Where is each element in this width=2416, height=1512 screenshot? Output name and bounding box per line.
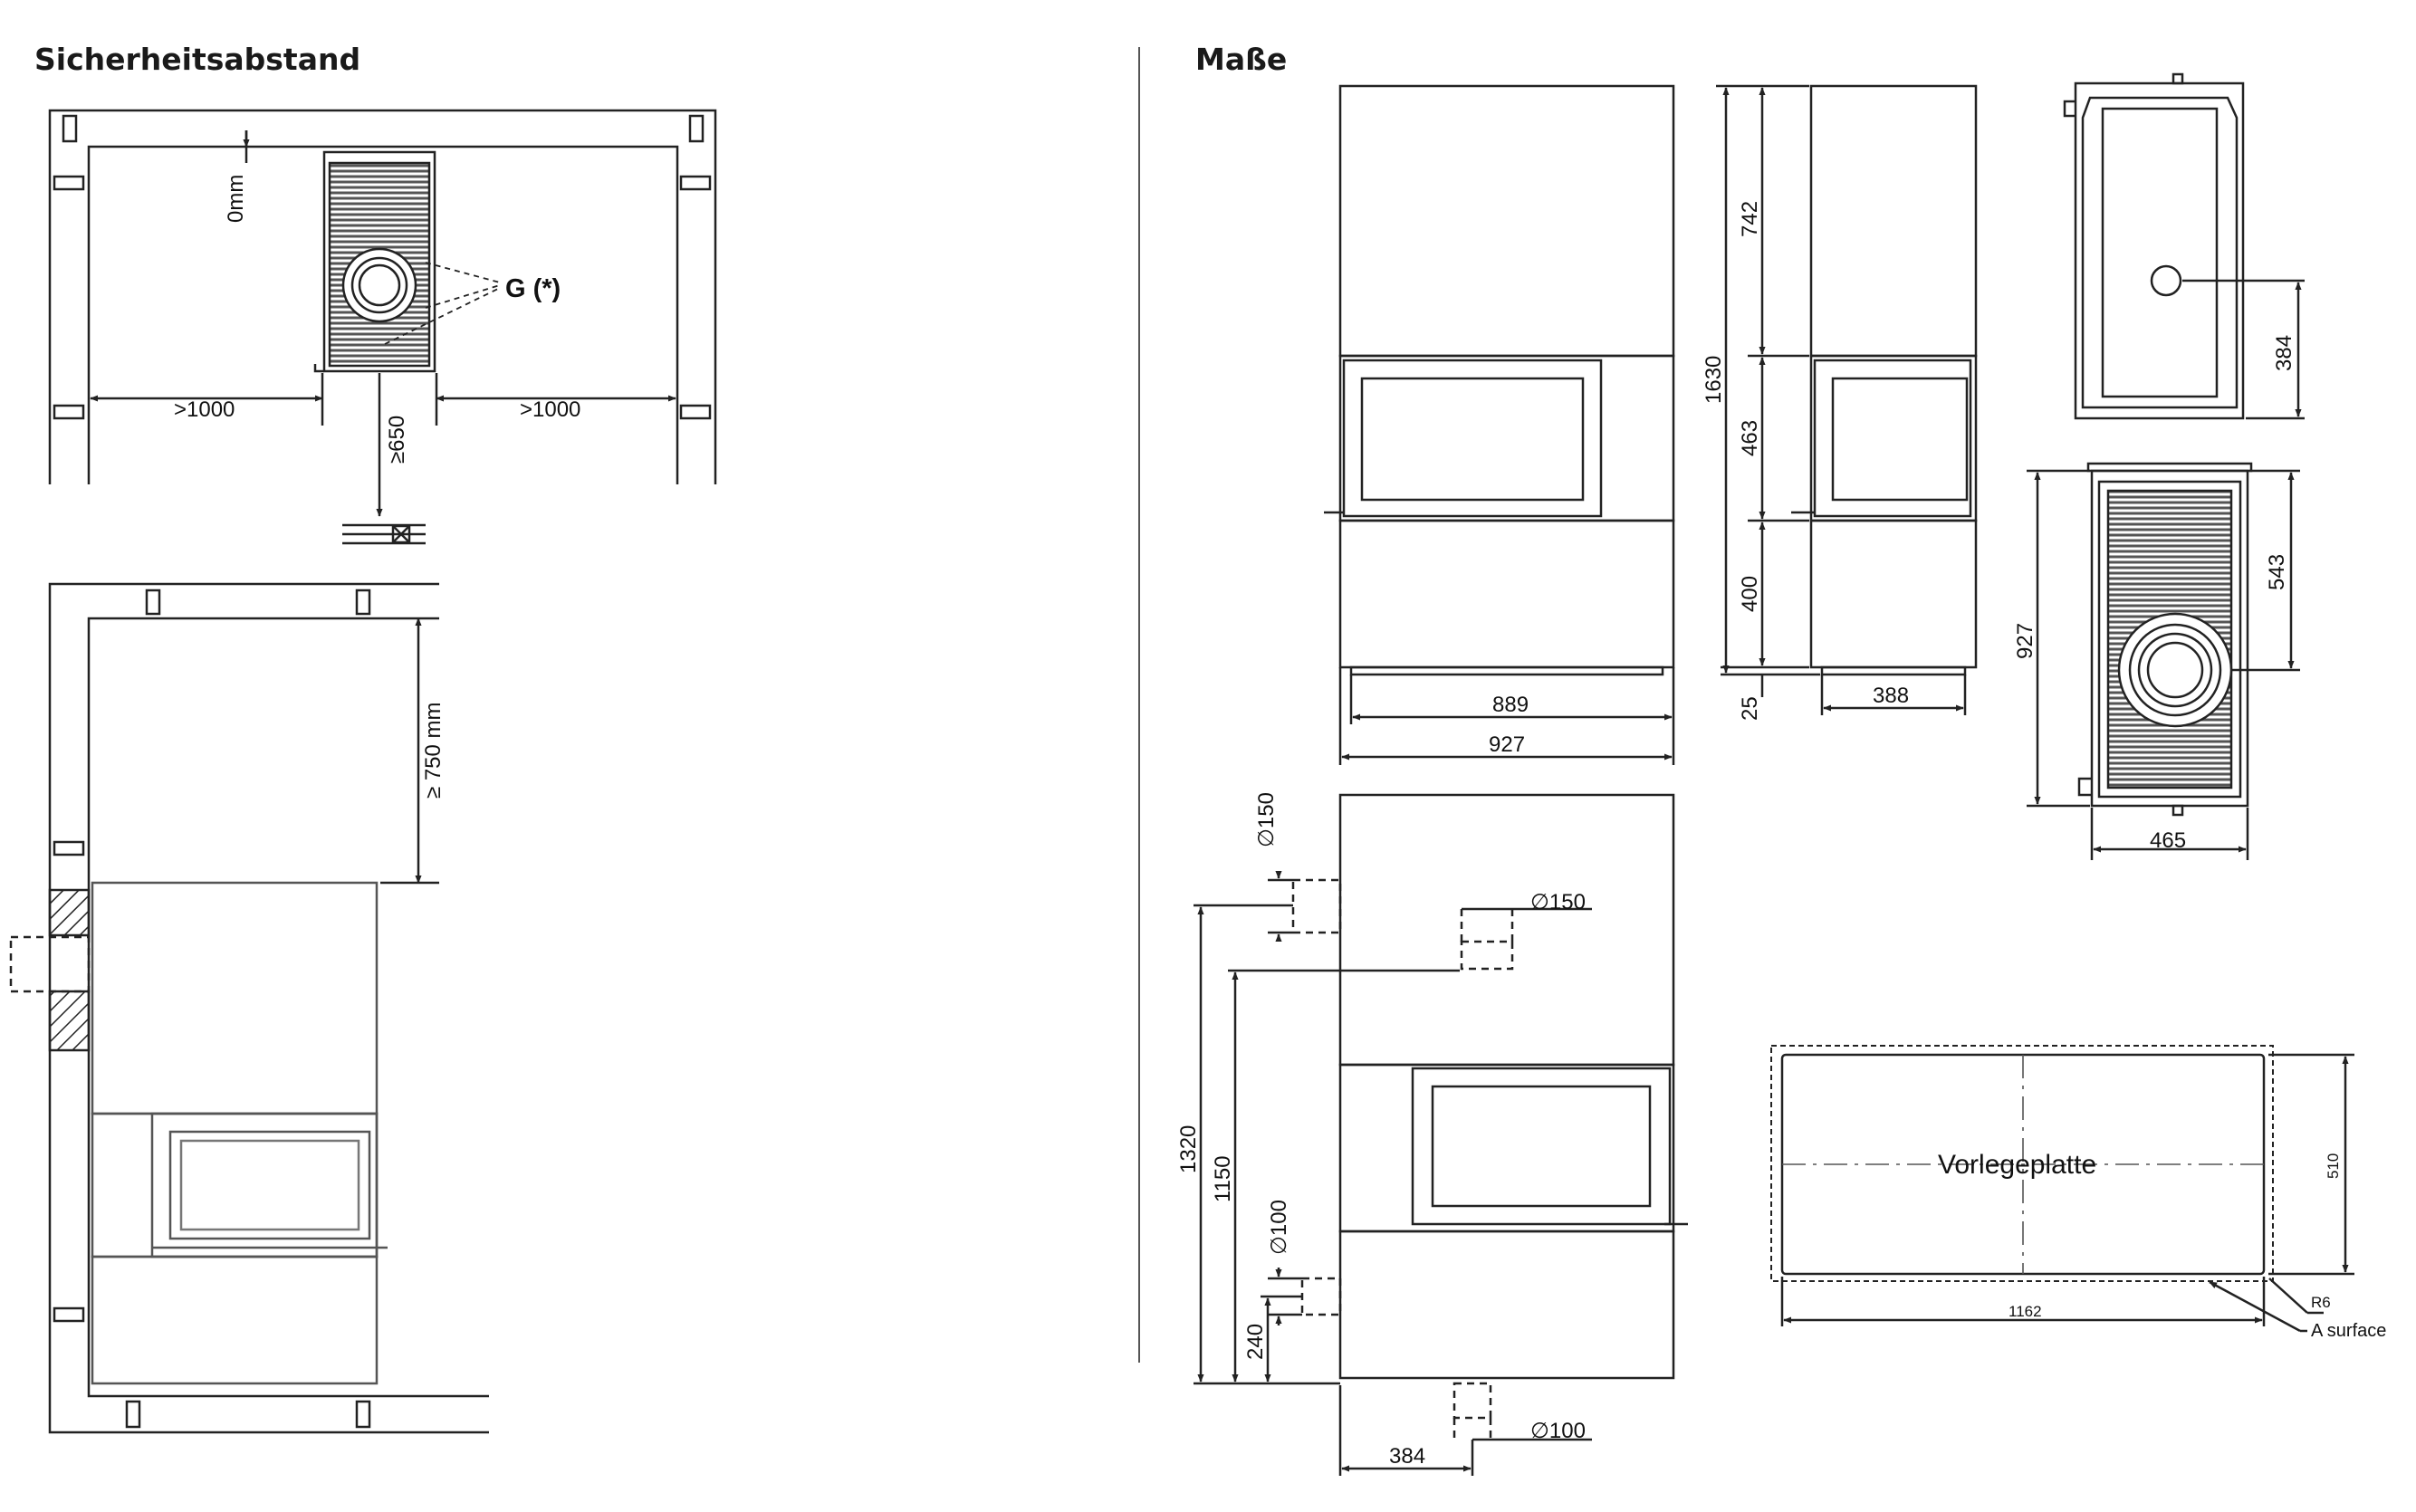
flue-offset-label: 384 [2272, 335, 2296, 371]
floor-plate-surface-label: A surface [2311, 1321, 2386, 1341]
connection-view [1194, 793, 1688, 1476]
front-outer-width-label: 927 [1489, 732, 1525, 757]
height-1150-label: 1150 [1211, 1155, 1235, 1202]
height-1320-label: 1320 [1176, 1125, 1201, 1173]
air-rear-diameter-label: ∅100 [1267, 1200, 1291, 1255]
section-title-safety-distance: Sicherheitsabstand [34, 42, 361, 77]
side-view [1716, 84, 1978, 715]
bottom-offset-label: 384 [1389, 1444, 1425, 1469]
door-height-label: 463 [1738, 420, 1762, 456]
height-240-label: 240 [1243, 1324, 1268, 1360]
front-inner-width-label: 889 [1492, 693, 1529, 717]
section-title-dimensions: Maße [1195, 42, 1288, 77]
label-g: G (*) [505, 274, 561, 303]
corner-top-clearance-label: ≥ 750 mm [421, 702, 446, 799]
top-clearance-label: 0mm [224, 175, 248, 223]
depth-label: 388 [1873, 684, 1909, 708]
floor-plate-height-label: 510 [2325, 1153, 2342, 1179]
total-height-label: 1630 [1702, 356, 1726, 404]
floor-plate-view [1770, 1045, 2354, 1333]
floor-plate-radius-label: R6 [2311, 1294, 2331, 1311]
left-clearance-label: >1000 [174, 397, 235, 422]
flue-rear-diameter-label: ∅150 [1530, 890, 1586, 914]
flue-top-diameter-label: ∅150 [1254, 792, 1279, 847]
safety-plan-corner [9, 582, 489, 1434]
foot-height-label: 25 [1738, 696, 1762, 721]
base-height-label: 400 [1738, 576, 1762, 612]
floor-plate-label: Vorlegeplatte [1938, 1150, 2096, 1180]
grate-width-label: 465 [2150, 828, 2186, 853]
front-clearance-label: ≥650 [385, 416, 409, 464]
grate-length-label: 927 [2013, 623, 2037, 659]
floor-plate-width-label: 1162 [2009, 1303, 2042, 1320]
grate-view [2027, 462, 2300, 860]
top-view [2063, 72, 2305, 420]
safety-plan-top [48, 109, 717, 545]
right-clearance-label: >1000 [520, 397, 580, 422]
upper-height-label: 742 [1738, 201, 1762, 237]
air-bottom-diameter-label: ∅100 [1530, 1419, 1586, 1443]
ring-offset-label: 543 [2265, 554, 2289, 590]
front-view [1324, 84, 1675, 765]
